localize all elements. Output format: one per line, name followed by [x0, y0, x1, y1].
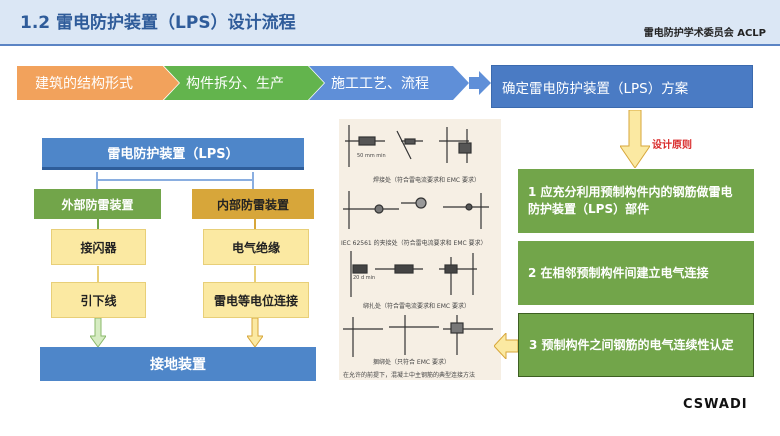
figure-caption: 捆绑处（只符合 EMC 要求） — [373, 359, 450, 366]
down-conductor-box: 引下线 — [51, 282, 146, 318]
cswadi-logo: CSWADI — [683, 397, 748, 412]
electrical-insulation-box: 电气绝缘 — [203, 229, 309, 265]
process-step-structure: 建筑的结构形式 — [17, 66, 179, 100]
connector-line — [97, 219, 99, 229]
principle-2-box: 2 在相邻预制构件间建立电气连接 — [518, 241, 754, 305]
lps-scheme-box: 确定雷电防护装置（LPS）方案 — [491, 65, 753, 108]
figure-caption: IEC 62561 的夹接处（符合雷电流要求和 EMC 要求） — [341, 240, 487, 247]
rebar-connection-figure: 50 mm min 20 d min 焊接处（符合雷电流要求和 EMC 要求） … — [339, 119, 501, 380]
figure-caption: 焊接处（符合雷电流要求和 EMC 要求） — [373, 177, 480, 184]
external-lps-box: 外部防雷装置 — [34, 189, 161, 219]
connector-line — [254, 219, 256, 229]
page-title: 1.2 雷电防护装置（LPS）设计流程 — [20, 13, 296, 33]
down-arrow-icon — [90, 318, 106, 347]
rebar-sketch-drawing — [343, 125, 493, 357]
process-arrow-icon — [469, 71, 491, 95]
lps-root-box: 雷电防护装置（LPS） — [42, 138, 304, 170]
figure-caption: 在允许的前提下，混凝土中主钢筋的典型连接方法 — [343, 372, 476, 379]
equipotential-bonding-box: 雷电等电位连接 — [203, 282, 309, 318]
figure-caption: 绑扎处（符合雷电流要求和 EMC 要求） — [363, 303, 470, 310]
grounding-device-box: 接地装置 — [40, 347, 316, 381]
down-arrow-icon — [247, 318, 263, 347]
dimension-label: 50 mm min — [357, 153, 386, 159]
connector-line — [96, 179, 254, 181]
principle-3-box: 3 预制构件之间钢筋的电气连续性认定 — [518, 313, 754, 377]
connector-line — [254, 266, 256, 282]
header-divider — [0, 44, 780, 46]
process-step-components: 构件拆分、生产 — [164, 66, 324, 100]
left-arrow-icon — [494, 333, 518, 359]
down-arrow-icon — [620, 110, 650, 168]
process-step-construction: 施工工艺、流程 — [309, 66, 469, 100]
air-terminal-box: 接闪器 — [51, 229, 146, 265]
connector-line — [97, 266, 99, 282]
organization-label: 雷电防护学术委员会 ACLP — [643, 28, 766, 39]
principle-1-box: 1 应充分利用预制构件内的钢筋做雷电防护装置（LPS）部件 — [518, 169, 754, 233]
design-principle-label: 设计原则 — [652, 140, 692, 151]
dimension-label: 20 d min — [353, 275, 376, 281]
internal-lps-box: 内部防雷装置 — [192, 189, 314, 219]
header-bar — [0, 0, 780, 44]
